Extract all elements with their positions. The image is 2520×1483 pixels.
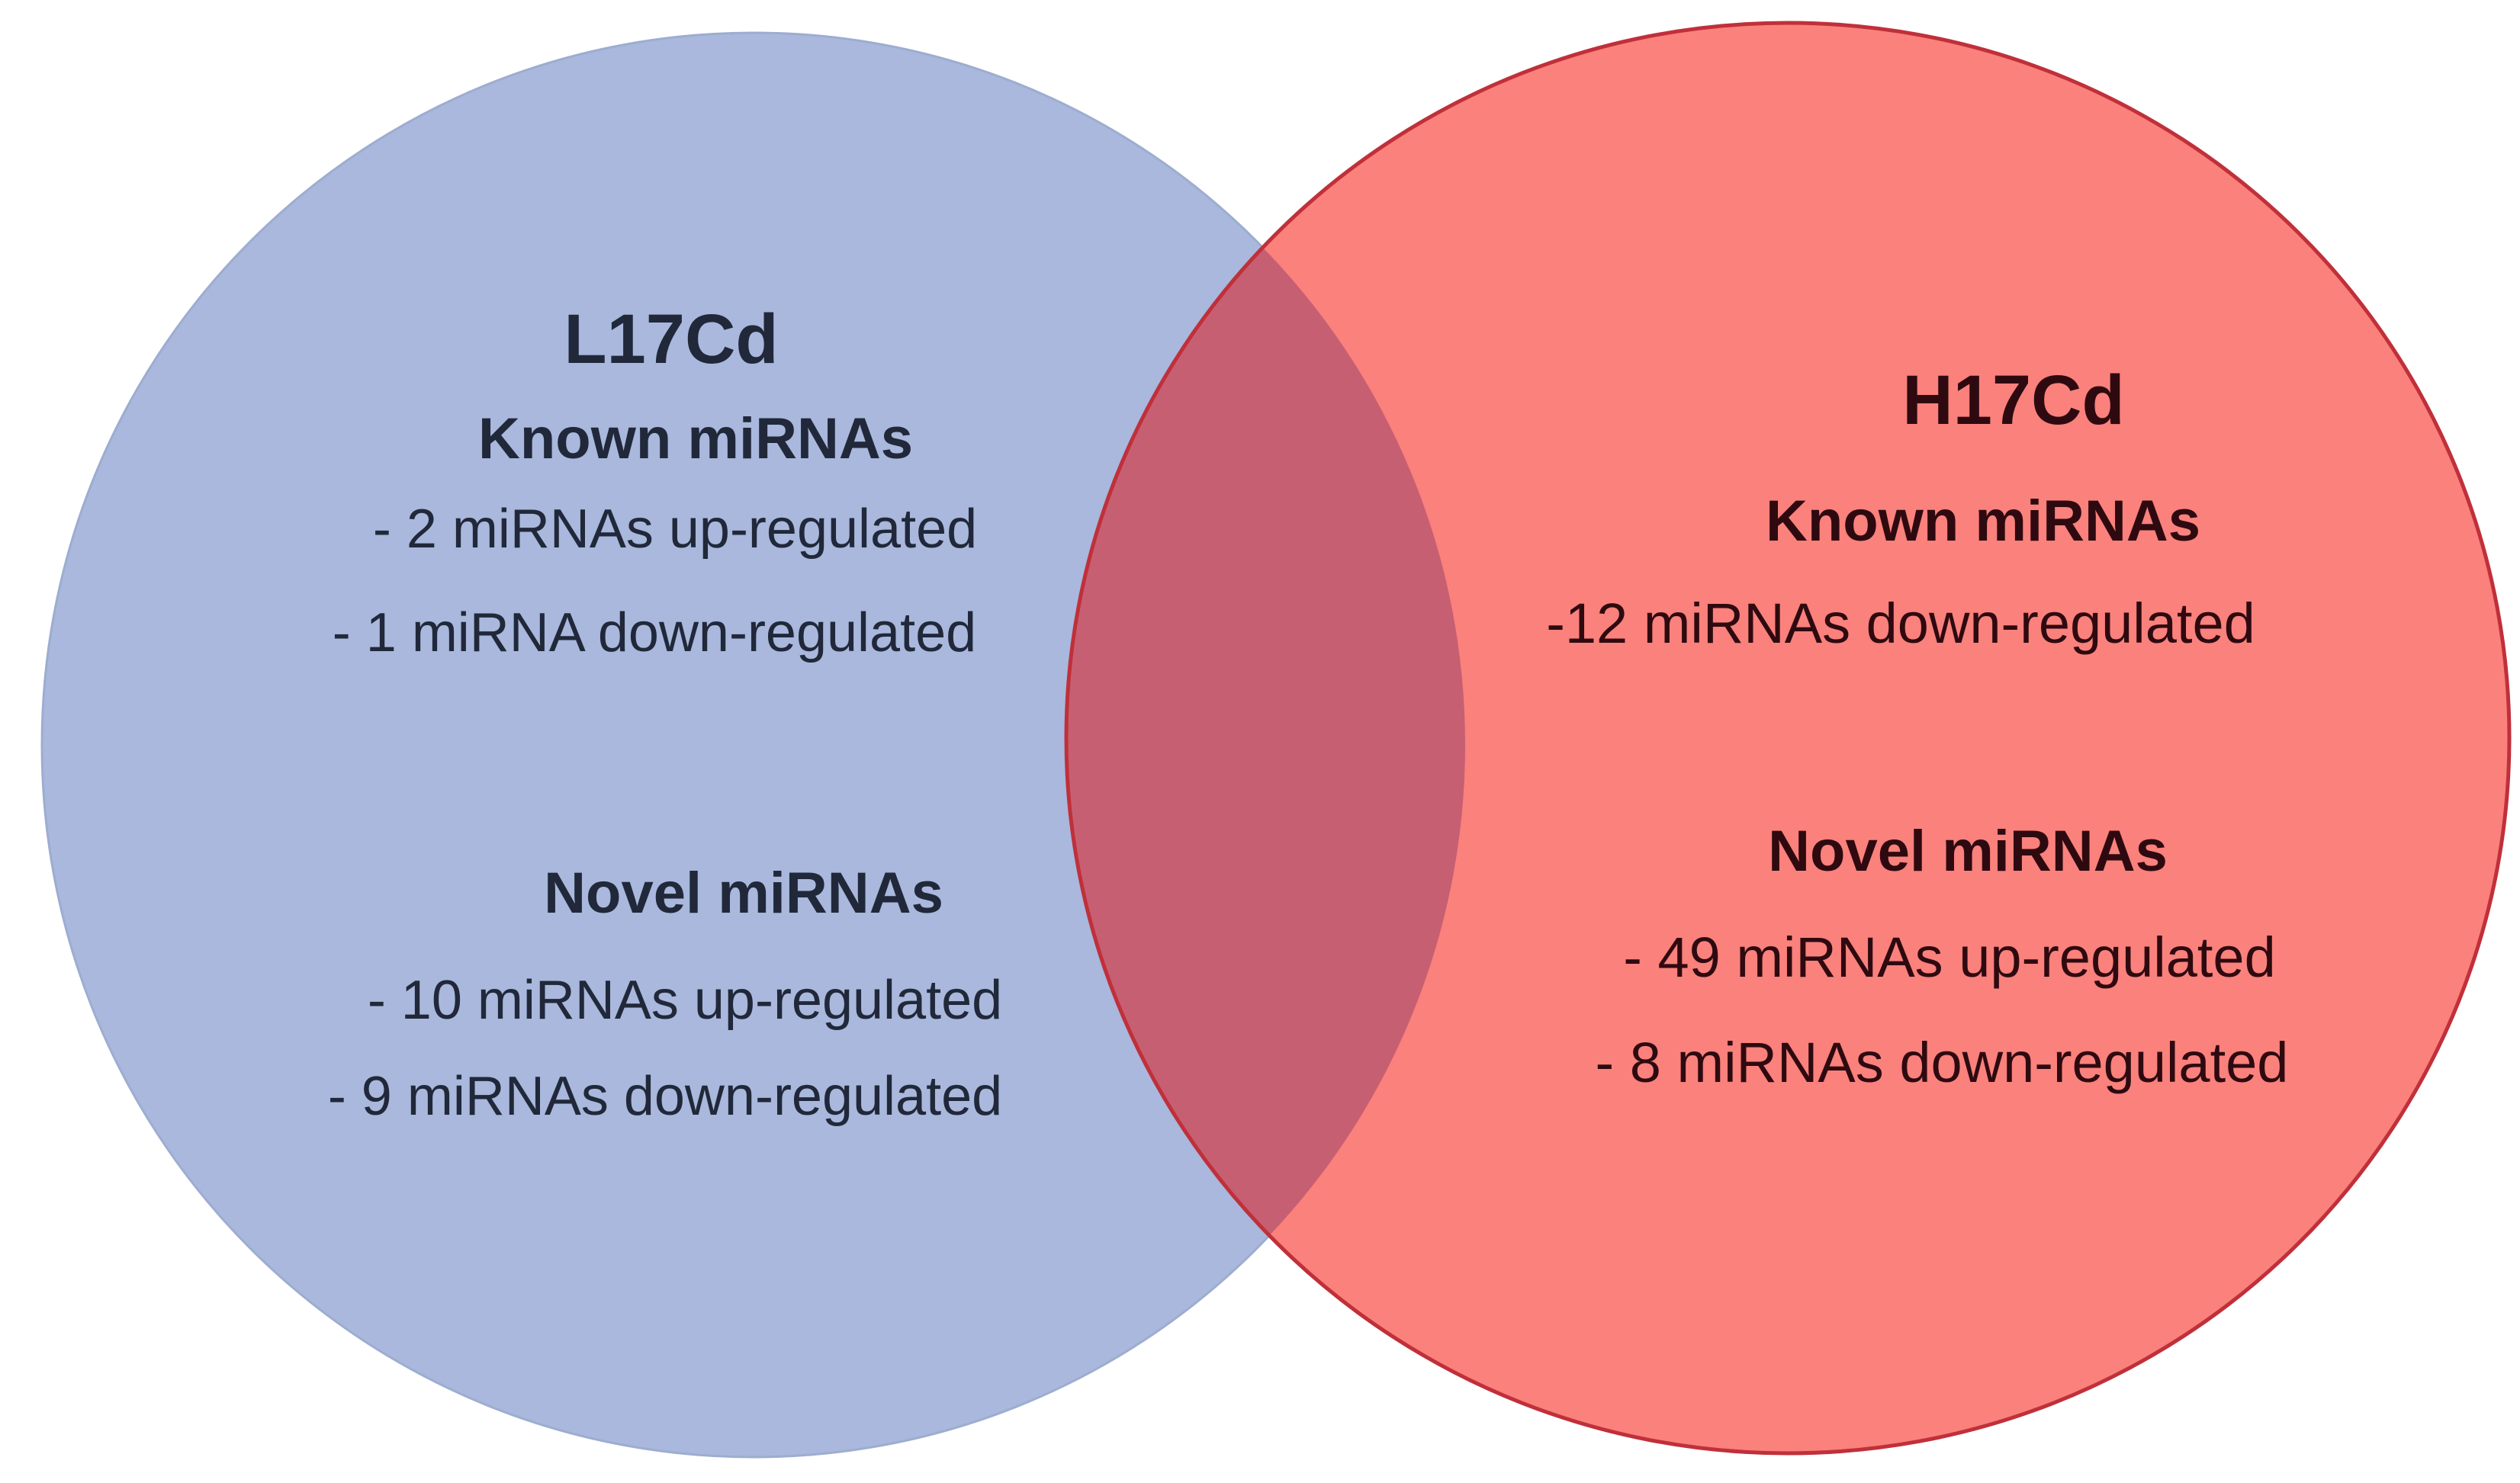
right-novel-up-regulated-line: - 49 miRNAs up-regulated [1623, 926, 2276, 989]
left-known-mirnas-heading: Known miRNAs [478, 406, 913, 471]
left-known-down-regulated-line: - 1 miRNA down-regulated [332, 602, 977, 663]
right-novel-down-regulated-line: - 8 miRNAs down-regulated [1595, 1031, 2289, 1094]
right-circle-title: H17Cd [1902, 361, 2125, 439]
right-circle-border [1064, 21, 2512, 1456]
left-circle-title: L17Cd [564, 300, 779, 378]
left-novel-down-regulated-line: - 9 miRNAs down-regulated [327, 1066, 1003, 1127]
right-known-mirnas-heading: Known miRNAs [1766, 489, 2200, 554]
left-novel-mirnas-heading: Novel miRNAs [544, 861, 943, 926]
right-circle-shape [1066, 23, 2509, 1453]
right-novel-mirnas-heading: Novel miRNAs [1768, 819, 2168, 884]
left-known-up-regulated-line: - 2 miRNAs up-regulated [372, 499, 978, 560]
right-known-down-regulated-line: -12 miRNAs down-regulated [1546, 592, 2255, 655]
left-novel-up-regulated-line: - 10 miRNAs up-regulated [367, 970, 1003, 1031]
